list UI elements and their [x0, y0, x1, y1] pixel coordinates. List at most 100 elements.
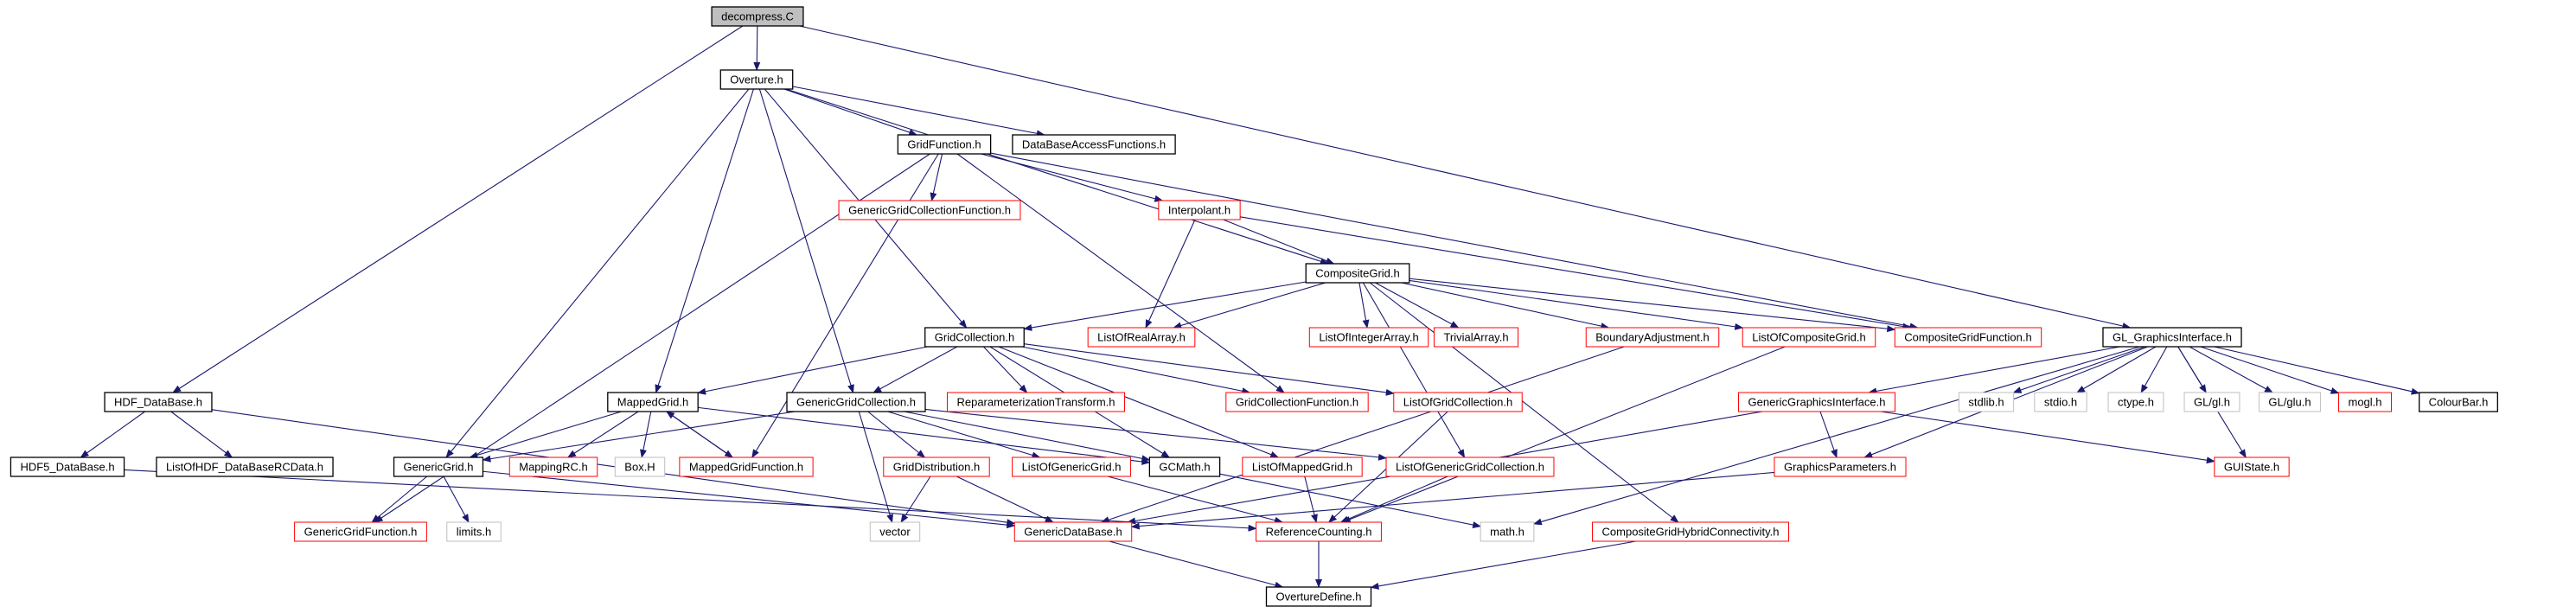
node-referencecounting[interactable]: ReferenceCounting.h	[1256, 521, 1382, 542]
node-overture[interactable]: Overture.h	[719, 69, 794, 90]
node-vector[interactable]: vector	[869, 521, 921, 542]
node-box	[446, 521, 502, 542]
edge-genericgridcollection-to-listofgenericgc	[924, 408, 1388, 461]
edge-gl-graphics-to-colourbar	[2214, 346, 2420, 395]
edge-gridcollection-to-mappedgrid	[697, 346, 928, 395]
node-label: GUIState.h	[2224, 461, 2279, 474]
edge-gridfunction-to-interpolant	[981, 153, 1164, 202]
node-box	[1242, 457, 1363, 477]
node-gcmath[interactable]: GCMath.h	[1148, 457, 1221, 477]
node-listofcompositegrid[interactable]: ListOfCompositeGrid.h	[1742, 327, 1876, 348]
edge-griddistribution-to-vector	[900, 476, 931, 523]
node-label: HDF5_DataBase.h	[20, 461, 114, 474]
node-box	[508, 457, 598, 477]
node-mathh[interactable]: math.h	[1480, 521, 1535, 542]
edge-gridcollection-to-gridcollectionfunction	[1021, 346, 1251, 395]
node-graphicsparameters[interactable]: GraphicsParameters.h	[1774, 457, 1907, 477]
node-box	[1305, 263, 1410, 284]
node-mappedgrid[interactable]: MappedGrid.h	[607, 392, 699, 412]
edge-overture-to-genericgrid	[445, 88, 750, 458]
node-boundaryadjustment[interactable]: BoundaryAdjustment.h	[1585, 327, 1720, 348]
node-label: BoundaryAdjustment.h	[1595, 331, 1710, 344]
edge-listofcompositegrid-to-referencecounting	[1341, 346, 1786, 523]
node-stdlib[interactable]: stdlib.h	[1958, 392, 2015, 412]
node-interpolant[interactable]: Interpolant.h	[1158, 200, 1241, 220]
node-box	[294, 521, 427, 542]
edge-overture-to-genericgridcollection	[758, 88, 854, 393]
node-compositegridfunction[interactable]: CompositeGridFunction.h	[1894, 327, 2042, 348]
node-reparam[interactable]: ReparameterizationTransform.h	[946, 392, 1126, 412]
edge-decompress-to-gl-graphics	[799, 25, 2132, 329]
node-mogl[interactable]: mogl.h	[2337, 392, 2393, 412]
node-compositegrid[interactable]: CompositeGrid.h	[1305, 263, 1410, 284]
node-box	[1585, 327, 1720, 348]
node-box	[2258, 392, 2322, 412]
node-generic-gc-function[interactable]: GenericGridCollectionFunction.h	[838, 200, 1021, 220]
node-hdf5-database[interactable]: HDF5_DataBase.h	[10, 457, 125, 477]
edge-compositegrid-to-trivialarray	[1375, 282, 1460, 329]
edge-compositegrid-to-boundaryadjustment	[1401, 282, 1610, 330]
node-label: GridCollectionFunction.h	[1236, 396, 1358, 409]
node-label: GenericDataBase.h	[1024, 526, 1122, 539]
node-genericgridcollection[interactable]: GenericGridCollection.h	[786, 392, 926, 412]
node-dbaccess[interactable]: DataBaseAccessFunctions.h	[1012, 134, 1176, 155]
node-label: ListOfGridCollection.h	[1403, 396, 1512, 409]
node-decompress[interactable]: decompress.C	[711, 6, 804, 27]
node-listofgridcollection[interactable]: ListOfGridCollection.h	[1393, 392, 1523, 412]
node-label: HDF_DataBase.h	[114, 396, 202, 409]
edge-genericgridcollection-to-genericgrid	[482, 411, 796, 463]
node-mappingrc[interactable]: MappingRC.h	[508, 457, 598, 477]
node-listofgenericgc[interactable]: ListOfGenericGridCollection.h	[1385, 457, 1555, 477]
node-colourbar[interactable]: ColourBar.h	[2419, 392, 2498, 412]
node-box	[1433, 327, 1519, 348]
node-box	[869, 521, 921, 542]
node-gridcollection[interactable]: GridCollection.h	[924, 327, 1025, 348]
node-box	[883, 457, 990, 477]
node-genericdatabase[interactable]: GenericDataBase.h	[1013, 521, 1133, 542]
edge-mappedgrid-to-mappingrc	[567, 411, 639, 458]
node-label: ListOfRealArray.h	[1097, 331, 1186, 344]
node-listofgenericgrid[interactable]: ListOfGenericGrid.h	[1012, 457, 1131, 477]
node-boxh[interactable]: Box.H	[614, 457, 666, 477]
node-hdf-database[interactable]: HDF_DataBase.h	[104, 392, 213, 412]
node-listofrealarray[interactable]: ListOfRealArray.h	[1087, 327, 1196, 348]
edge-genericgrid-to-genericdatabase	[483, 470, 1016, 529]
node-gl-gl[interactable]: GL/gl.h	[2183, 392, 2240, 412]
edge-genericgraphicsinterface-to-graphicsparameters	[1819, 411, 1838, 458]
node-gridcollectionfunction[interactable]: GridCollectionFunction.h	[1225, 392, 1369, 412]
node-genericgraphicsinterface[interactable]: GenericGraphicsInterface.h	[1738, 392, 1895, 412]
edge-gridcollection-to-listofgridcollection	[1024, 343, 1395, 396]
node-label: GridDistribution.h	[893, 461, 980, 474]
node-trivialarray[interactable]: TrivialArray.h	[1433, 327, 1519, 348]
edge-mappedgridfunction-to-mappedgrid	[666, 411, 733, 458]
node-box	[946, 392, 1126, 412]
node-gridfunction[interactable]: GridFunction.h	[897, 134, 992, 155]
node-genericgridfunction[interactable]: GenericGridFunction.h	[294, 521, 427, 542]
node-griddistribution[interactable]: GridDistribution.h	[883, 457, 990, 477]
node-label: GridFunction.h	[907, 138, 981, 151]
node-label: MappingRC.h	[519, 461, 588, 474]
edge-genericdatabase-to-overturedefine	[1109, 540, 1284, 589]
node-box	[1013, 521, 1133, 542]
edge-listofgenericgrid-to-referencecounting	[1107, 476, 1284, 524]
edge-genericgrid-to-limits	[443, 476, 470, 523]
node-overturedefine[interactable]: OvertureDefine.h	[1265, 586, 1372, 607]
edge-listofgenericgc-to-referencecounting	[1339, 476, 1448, 523]
node-gl-graphics[interactable]: GL_GraphicsInterface.h	[2102, 327, 2242, 348]
edge-griddistribution-to-genericdatabase	[956, 476, 1054, 523]
node-label: GCMath.h	[1159, 461, 1210, 474]
node-cghc[interactable]: CompositeGridHybridConnectivity.h	[1592, 521, 1789, 542]
node-limits[interactable]: limits.h	[446, 521, 502, 542]
edge-genericgridcollection-to-gcmath	[904, 411, 1151, 463]
node-gl-glu[interactable]: GL/glu.h	[2258, 392, 2322, 412]
edge-gl-graphics-to-ctype	[2140, 346, 2168, 393]
node-listofintegerarray[interactable]: ListOfIntegerArray.h	[1308, 327, 1429, 348]
node-stdio[interactable]: stdio.h	[2034, 392, 2087, 412]
node-mappedgridfunction[interactable]: MappedGridFunction.h	[679, 457, 814, 477]
node-listofhdf[interactable]: ListOfHDF_DataBaseRCData.h	[156, 457, 334, 477]
node-genericgrid[interactable]: GenericGrid.h	[393, 457, 484, 477]
node-guistate[interactable]: GUIState.h	[2214, 457, 2290, 477]
node-listofmappedgrid[interactable]: ListOfMappedGrid.h	[1242, 457, 1363, 477]
node-ctype[interactable]: ctype.h	[2107, 392, 2164, 412]
edge-compositegrid-to-gridcollection	[1023, 281, 1307, 331]
